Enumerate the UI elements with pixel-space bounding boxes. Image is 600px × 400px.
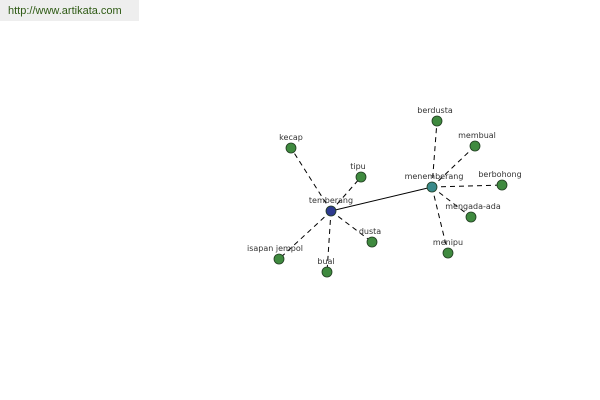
edge-menemberang-membual — [431, 145, 476, 188]
node-label-dusta: dusta — [359, 227, 381, 236]
node-circle-bual[interactable] — [321, 266, 333, 278]
edge-menemberang-berbohong — [431, 184, 503, 188]
node-mengada_ada[interactable]: mengada-ada — [445, 202, 501, 223]
source-url-banner: http://www.artikata.com — [0, 0, 139, 21]
node-circle-tipu[interactable] — [355, 171, 367, 183]
node-menipu[interactable]: menipu — [433, 238, 463, 259]
node-isapan_jempol[interactable]: isapan jempol — [247, 244, 303, 265]
node-circle-isapan_jempol[interactable] — [273, 253, 285, 265]
edge-temberang-bual — [326, 210, 332, 273]
edge-temberang-isapan_jempol — [278, 210, 332, 260]
edges-layer — [278, 120, 503, 273]
node-circle-menipu[interactable] — [442, 247, 454, 259]
edge-temberang-menemberang — [330, 186, 433, 212]
node-menemberang[interactable]: menemberang — [405, 172, 464, 193]
node-circle-membual[interactable] — [469, 140, 481, 152]
node-label-berdusta: berdusta — [417, 106, 453, 115]
node-label-temberang: temberang — [309, 196, 353, 205]
node-kecap[interactable]: kecap — [279, 133, 303, 154]
node-label-kecap: kecap — [279, 133, 303, 142]
edge-temberang-kecap — [290, 147, 332, 212]
node-circle-berdusta[interactable] — [431, 115, 443, 127]
node-bual[interactable]: bual — [317, 257, 335, 278]
node-label-tipu: tipu — [350, 162, 366, 171]
node-circle-mengada_ada[interactable] — [465, 211, 477, 223]
node-dusta[interactable]: dusta — [359, 227, 381, 248]
edge-menemberang-menipu — [431, 186, 449, 254]
node-label-mengada_ada: mengada-ada — [445, 202, 501, 211]
node-label-membual: membual — [458, 131, 496, 140]
node-circle-dusta[interactable] — [366, 236, 378, 248]
node-berbohong[interactable]: berbohong — [478, 170, 522, 191]
node-circle-temberang[interactable] — [325, 205, 337, 217]
source-url-text[interactable]: http://www.artikata.com — [8, 4, 122, 17]
node-label-menemberang: menemberang — [405, 172, 464, 181]
node-tipu[interactable]: tipu — [350, 162, 367, 183]
node-circle-menemberang[interactable] — [426, 181, 438, 193]
edge-menemberang-berdusta — [431, 120, 438, 188]
node-circle-berbohong[interactable] — [496, 179, 508, 191]
node-temberang[interactable]: temberang — [309, 196, 353, 217]
node-label-berbohong: berbohong — [478, 170, 521, 179]
node-label-bual: bual — [317, 257, 334, 266]
node-berdusta[interactable]: berdusta — [417, 106, 453, 127]
node-label-menipu: menipu — [433, 238, 463, 247]
node-label-isapan_jempol: isapan jempol — [247, 244, 303, 253]
node-membual[interactable]: membual — [458, 131, 496, 152]
edge-temberang-tipu — [330, 176, 362, 212]
nodes-layer: temberang menemberang kecap tipu dusta isapan… — [247, 106, 522, 278]
node-circle-kecap[interactable] — [285, 142, 297, 154]
